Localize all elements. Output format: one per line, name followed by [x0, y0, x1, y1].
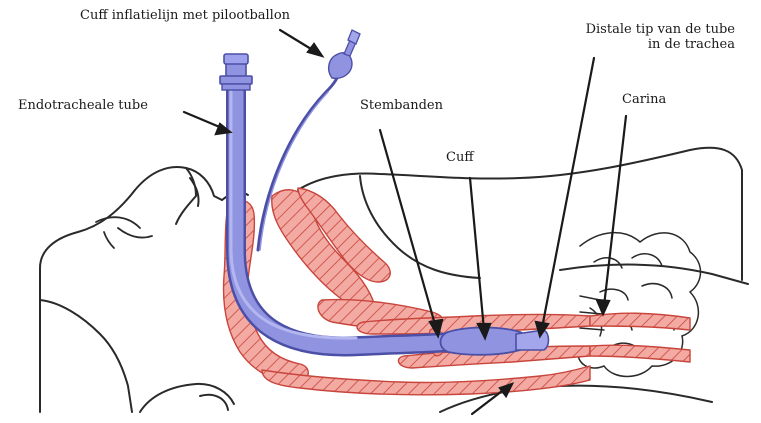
tube-connector	[220, 54, 252, 90]
tube-distal-tip	[516, 330, 549, 350]
cuff-line-arrowhead	[308, 44, 322, 56]
eye-outline	[96, 217, 152, 248]
cuff-arrow	[470, 178, 484, 330]
label-distal-tip-line1: Distale tip van de tube	[586, 22, 735, 37]
label-distal-tip-line2: in de trachea	[586, 37, 735, 52]
label-cuff-inflation-line: Cuff inflatielijn met pilootballon	[80, 8, 290, 23]
pilot-balloon	[329, 30, 360, 78]
head-outline	[40, 148, 748, 412]
label-distal-tip: Distale tip van de tube in de trachea	[586, 22, 735, 52]
carina-arrow	[604, 116, 626, 306]
carina-arrowhead	[597, 300, 609, 314]
label-endotracheal-tube: Endotracheale tube	[18, 98, 148, 113]
label-vocal-cords: Stembanden	[360, 98, 443, 113]
vocal-cords-arrow	[380, 130, 436, 328]
distal-tip-arrow	[542, 58, 594, 328]
tube-arrow	[184, 112, 222, 128]
label-carina: Carina	[622, 92, 666, 107]
label-cuff: Cuff	[446, 150, 474, 165]
